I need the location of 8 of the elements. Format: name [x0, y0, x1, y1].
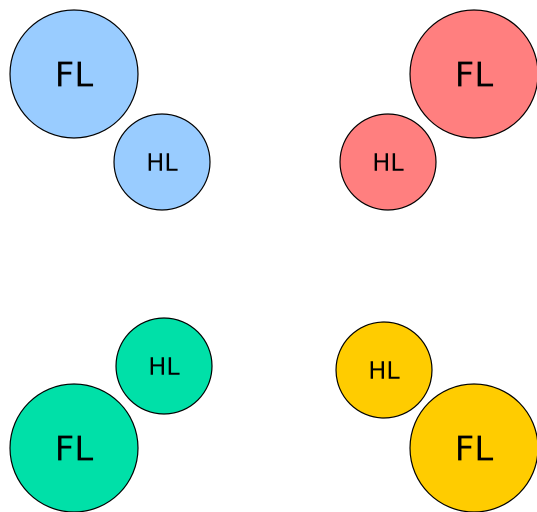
- circle-node: FL: [9, 9, 139, 139]
- circle-node: FL: [409, 383, 537, 512]
- circle-node: HL: [339, 113, 437, 211]
- circle-node: HL: [115, 317, 213, 415]
- circle-node: HL: [335, 321, 433, 419]
- circle-node: HL: [113, 113, 211, 211]
- circle-node: FL: [9, 383, 139, 512]
- circle-node: FL: [409, 9, 537, 139]
